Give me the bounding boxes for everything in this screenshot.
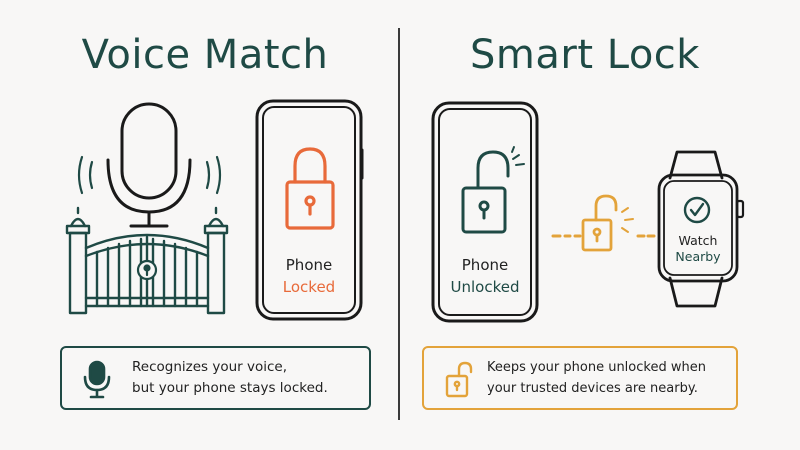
phone-label: Phone xyxy=(461,256,509,274)
voice-match-title: Voice Match xyxy=(81,32,329,78)
caption-line-2: your trusted devices are nearby. xyxy=(487,381,698,396)
caption-line-1: Keeps your phone unlocked when xyxy=(487,360,706,375)
caption-text: Recognizes your voice, but your phone st… xyxy=(132,357,328,399)
caption-text: Keeps your phone unlocked when your trus… xyxy=(487,357,706,399)
caption-line-1: Recognizes your voice, xyxy=(132,359,288,375)
smart-lock-title: Smart Lock xyxy=(470,32,700,78)
voice-match-caption: Recognizes your voice, but your phone st… xyxy=(60,346,371,410)
smart-lock-caption: Keeps your phone unlocked when your trus… xyxy=(422,346,738,410)
watch-label: Watch xyxy=(678,233,718,248)
phone-locked-label: Phone Locked xyxy=(254,254,364,298)
lock-open-icon xyxy=(445,361,473,398)
phone-unlocked xyxy=(431,101,539,323)
lock-open-small-icon xyxy=(581,194,634,252)
lock-open-icon xyxy=(461,146,525,234)
phone-label: Phone xyxy=(285,256,333,274)
microphone-icon xyxy=(83,360,111,399)
phone-status-unlocked: Unlocked xyxy=(450,278,520,296)
gate-lock-icon xyxy=(136,259,158,281)
checkmark-icon xyxy=(683,196,711,224)
watch-status: Nearby xyxy=(675,249,721,264)
watch-label-group: Watch Nearby xyxy=(663,233,733,265)
phone-status-locked: Locked xyxy=(282,278,336,296)
sound-wave-icon xyxy=(77,155,222,195)
panel-divider xyxy=(398,28,400,420)
smartwatch-icon xyxy=(657,150,745,308)
caption-line-2: but your phone stays locked. xyxy=(132,380,328,396)
lock-closed-icon xyxy=(285,147,335,230)
phone-locked xyxy=(255,99,364,321)
microphone-icon xyxy=(106,102,192,228)
gate-icon xyxy=(65,206,229,315)
phone-unlocked-label: Phone Unlocked xyxy=(430,254,540,298)
